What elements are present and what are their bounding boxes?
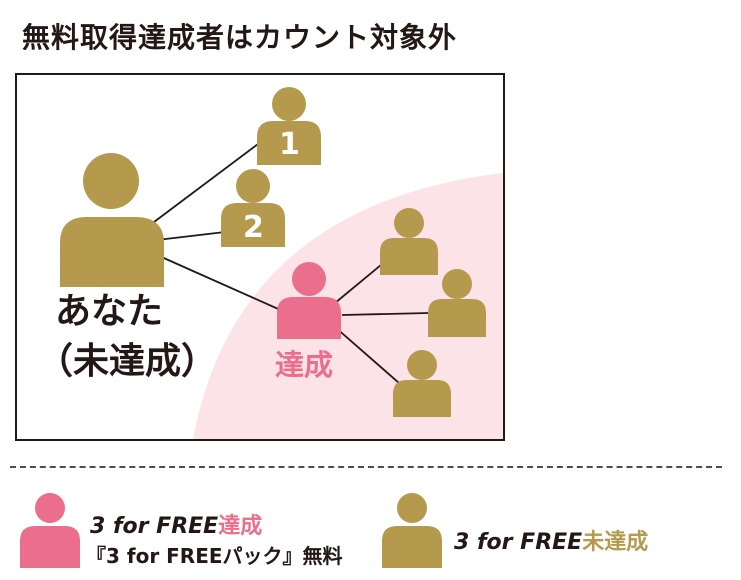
legend-achieved-person-icon [20,493,80,568]
divider [10,466,722,468]
friend-1-number: 1 [279,127,300,162]
legend-achieved-line1: 3 for FREE達成 [90,508,262,540]
referral-diagram: 1 2 あなた （未達成） 達成 [15,73,505,441]
legend-achieved-line2: 『3 for FREEパック』無料 [86,544,343,568]
achiever-person-icon [277,262,341,339]
friend-2-icon [221,169,285,247]
friend-2-number: 2 [243,210,264,245]
legend-not-achieved-label: 3 for FREE未達成 [454,524,648,556]
sub-friend-mid-icon [428,269,486,337]
friend-1-icon [257,87,321,165]
legend-achieved-suffix: 達成 [218,514,263,539]
connector-lines [149,140,430,384]
legend-achieved-prefix: 3 for FREE [90,514,219,539]
you-person-icon [60,153,164,287]
diagram-canvas [60,87,503,439]
legend-not-achieved-suffix: 未達成 [582,530,649,555]
sub-friend-top-icon [380,208,438,275]
you-label: あなた （未達成） [37,287,217,387]
legend-not-achieved-person-icon [382,493,442,568]
you-label-line1: あなた [55,291,164,332]
sub-friend-bottom-icon [393,350,451,417]
legend-not-achieved-prefix: 3 for FREE [454,530,583,555]
page-title: 無料取得達成者はカウント対象外 [22,21,458,54]
achiever-label: 達成 [275,348,334,382]
you-label-line2: （未達成） [37,341,218,382]
